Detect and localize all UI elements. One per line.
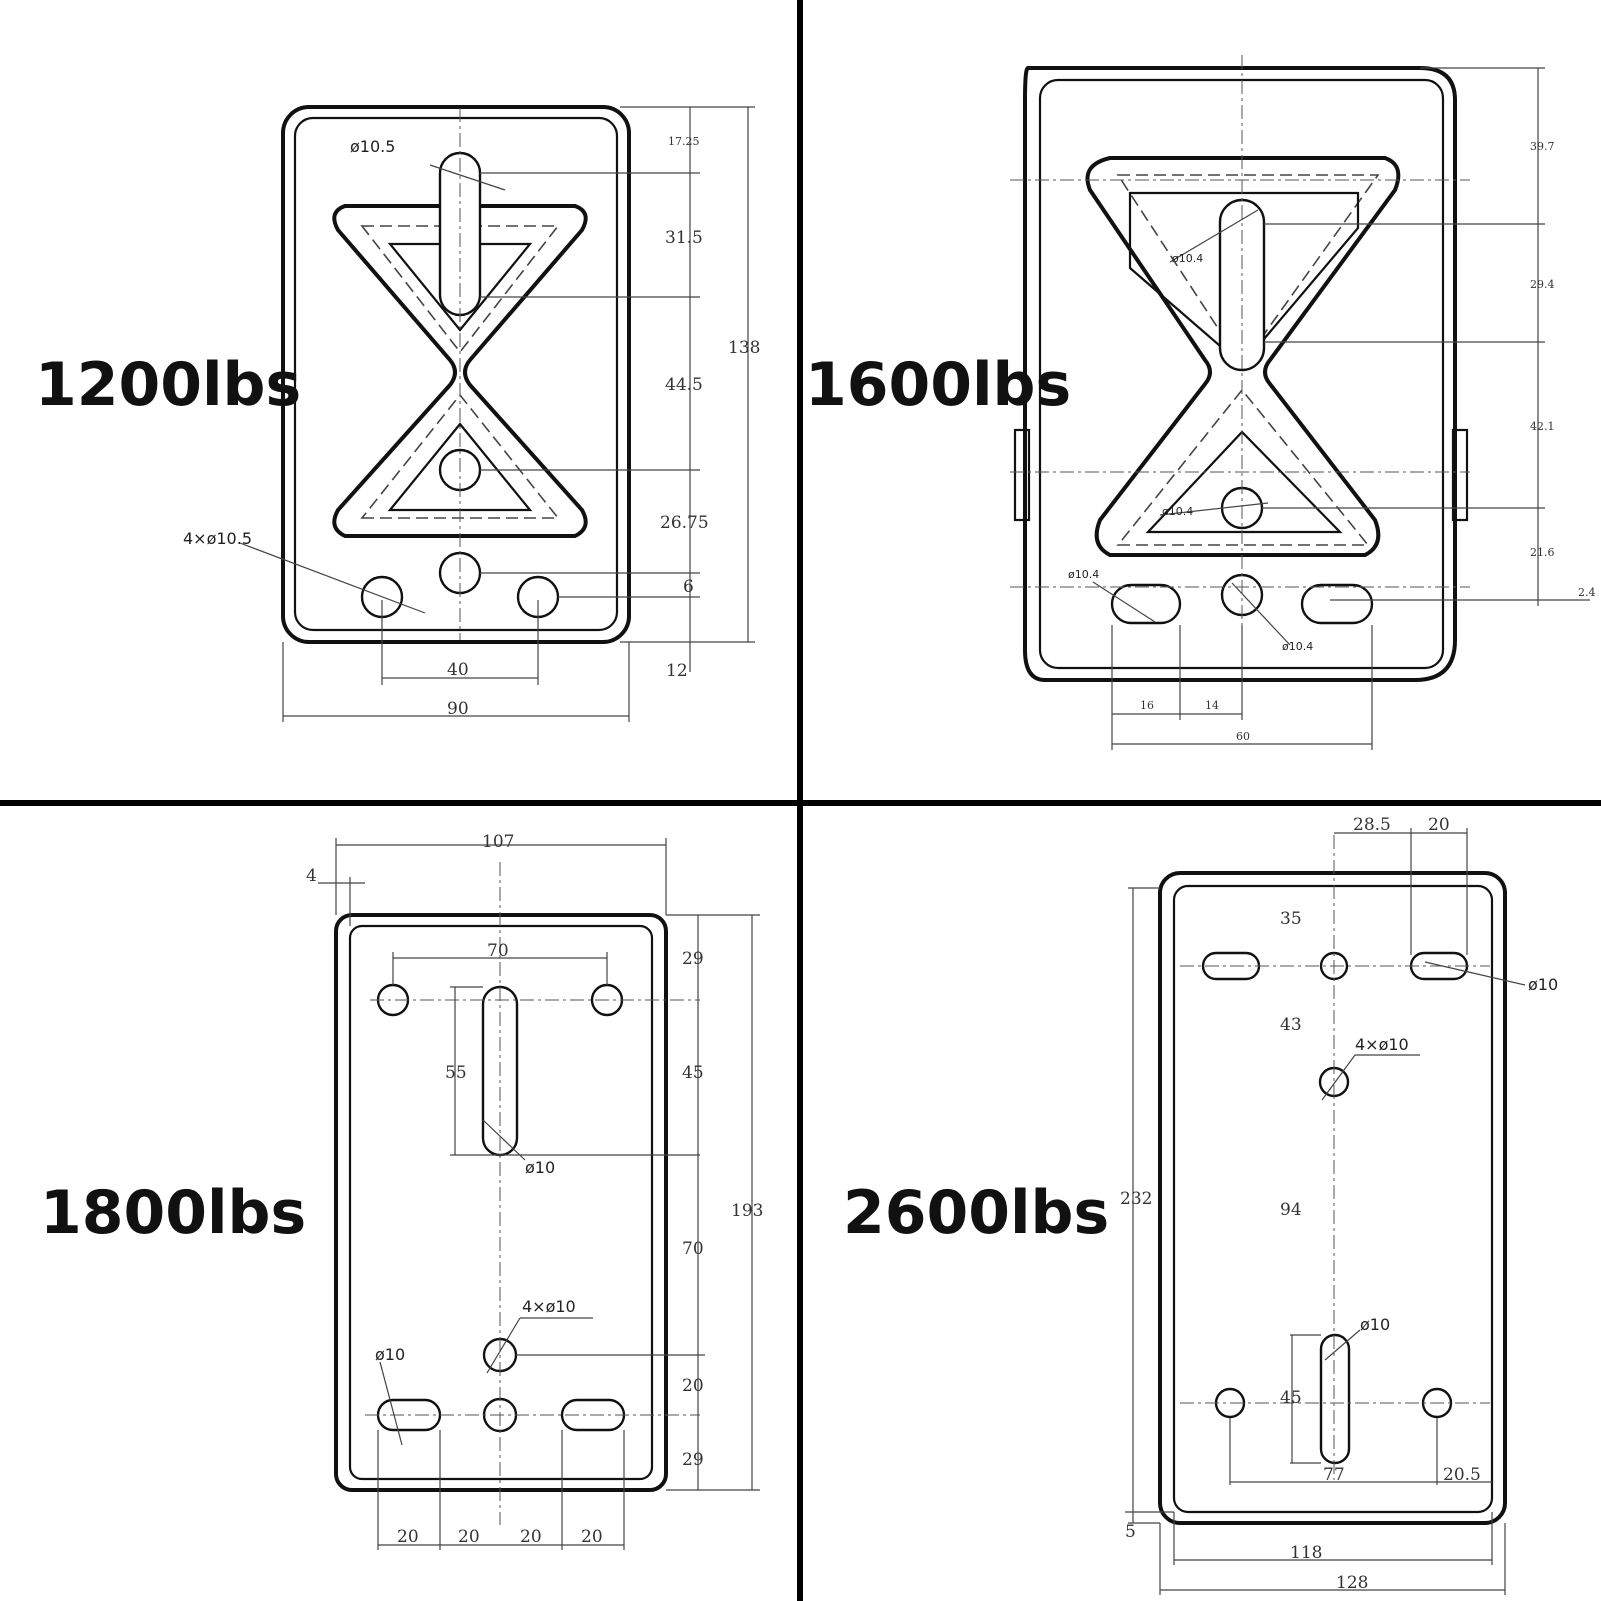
dimension-value: 26.75 bbox=[660, 513, 709, 533]
dimension-lines bbox=[1125, 828, 1526, 1595]
hole-callout: ø10.4 bbox=[1172, 252, 1203, 265]
dimension-value: 35 bbox=[1280, 909, 1302, 929]
dimension-value: 138 bbox=[728, 338, 760, 358]
hole-callout: 4×ø10 bbox=[522, 1297, 576, 1316]
dimension-value: 29 bbox=[682, 949, 704, 969]
dimension-value: 44.5 bbox=[665, 375, 703, 395]
dimension-value: 29 bbox=[682, 1450, 704, 1470]
dimension-lines bbox=[1092, 67, 1590, 750]
plate-outline-inner bbox=[1172, 884, 1494, 1514]
hole-callout: 4×ø10.5 bbox=[183, 529, 252, 548]
dimension-value: 45 bbox=[682, 1063, 704, 1083]
dimension-value: 77 bbox=[1323, 1465, 1345, 1485]
plate-outline-inner bbox=[348, 924, 654, 1481]
dimension-value: 45 bbox=[1280, 1388, 1302, 1408]
bracket-plate bbox=[1010, 55, 1470, 700]
dimension-value: 20 bbox=[1428, 815, 1450, 835]
dimension-value: 12 bbox=[666, 661, 688, 681]
panel-1200lbs: 1200lbs bbox=[35, 105, 760, 722]
dimension-value: 193 bbox=[731, 1201, 763, 1221]
dimension-value: 20 bbox=[581, 1527, 603, 1547]
slot bbox=[1300, 583, 1374, 625]
dimension-value: 14 bbox=[1205, 699, 1219, 712]
hole-callout: 4×ø10 bbox=[1355, 1035, 1409, 1054]
dimension-value: 28.5 bbox=[1353, 815, 1391, 835]
dimension-value: 4 bbox=[306, 866, 317, 886]
hole-callout: ø10 bbox=[1360, 1315, 1390, 1334]
panel-2600lbs: 2600lbs bbox=[843, 815, 1558, 1595]
dimension-value: 60 bbox=[1236, 730, 1250, 743]
slot bbox=[1319, 1333, 1351, 1465]
dimension-value: 20 bbox=[682, 1376, 704, 1396]
x-embossed-rib bbox=[332, 204, 588, 538]
load-rating-label: 1600lbs bbox=[805, 350, 1071, 420]
dimension-value: 16 bbox=[1140, 699, 1154, 712]
dimension-value: 42.1 bbox=[1530, 420, 1555, 433]
panel-1600lbs: 1600lbs bbox=[805, 55, 1596, 750]
dimension-lines bbox=[239, 106, 755, 722]
bracket-plate bbox=[1158, 835, 1507, 1525]
dimension-value: 17.25 bbox=[668, 135, 700, 148]
dimension-value: 20 bbox=[397, 1527, 419, 1547]
hole-callout: ø10.5 bbox=[350, 137, 395, 156]
dimension-value: 107 bbox=[482, 832, 514, 852]
dimension-value: 20.5 bbox=[1443, 1465, 1481, 1485]
hole-callout: ø10 bbox=[525, 1158, 555, 1177]
plate-outline-outer bbox=[1023, 66, 1457, 682]
plate-outline-outer bbox=[1158, 871, 1507, 1525]
load-rating-label: 2600lbs bbox=[843, 1178, 1109, 1248]
dimension-value: 31.5 bbox=[665, 228, 703, 248]
hole-callout: ø10.4 bbox=[1068, 568, 1099, 581]
upper-window bbox=[1128, 191, 1360, 367]
plate-outline-inner bbox=[293, 116, 619, 632]
plate-outline-outer bbox=[281, 105, 631, 644]
hole-callout: ø10.4 bbox=[1282, 640, 1313, 653]
bracket-plate bbox=[281, 105, 631, 644]
dimension-value: 5 bbox=[1125, 1522, 1136, 1542]
panel-1800lbs: 1800lbs bbox=[40, 832, 763, 1550]
dimension-value: 20 bbox=[458, 1527, 480, 1547]
hole-callout: ø10.4 bbox=[1162, 505, 1193, 518]
dimension-value: 40 bbox=[447, 660, 469, 680]
dimension-value: 70 bbox=[682, 1239, 704, 1259]
dimension-value: 232 bbox=[1120, 1189, 1152, 1209]
bracket-plate bbox=[334, 862, 700, 1525]
dimension-value: 2.4 bbox=[1578, 586, 1596, 599]
load-rating-label: 1200lbs bbox=[35, 350, 301, 420]
dimension-value: 43 bbox=[1280, 1015, 1302, 1035]
slot bbox=[1110, 583, 1182, 625]
dimension-value: 55 bbox=[445, 1063, 467, 1083]
dimension-value: 39.7 bbox=[1530, 140, 1555, 153]
dimension-value: 21.6 bbox=[1530, 546, 1555, 559]
x-embossed-rib bbox=[1085, 156, 1401, 557]
load-rating-label: 1800lbs bbox=[40, 1178, 306, 1248]
dimension-lines bbox=[318, 838, 760, 1550]
dimension-value: 20 bbox=[520, 1527, 542, 1547]
hole-callout: ø10 bbox=[375, 1345, 405, 1364]
dimension-value: 90 bbox=[447, 699, 469, 719]
plate-outline-outer bbox=[334, 913, 668, 1492]
lower-window bbox=[1145, 430, 1343, 534]
dimension-value: 70 bbox=[487, 941, 509, 961]
dimension-value: 128 bbox=[1336, 1573, 1368, 1593]
dimension-value: 29.4 bbox=[1530, 278, 1555, 291]
dimension-value: 6 bbox=[683, 577, 694, 597]
dimension-value: 118 bbox=[1290, 1543, 1322, 1563]
dimension-value: 94 bbox=[1280, 1200, 1302, 1220]
hole-callout: ø10 bbox=[1528, 975, 1558, 994]
